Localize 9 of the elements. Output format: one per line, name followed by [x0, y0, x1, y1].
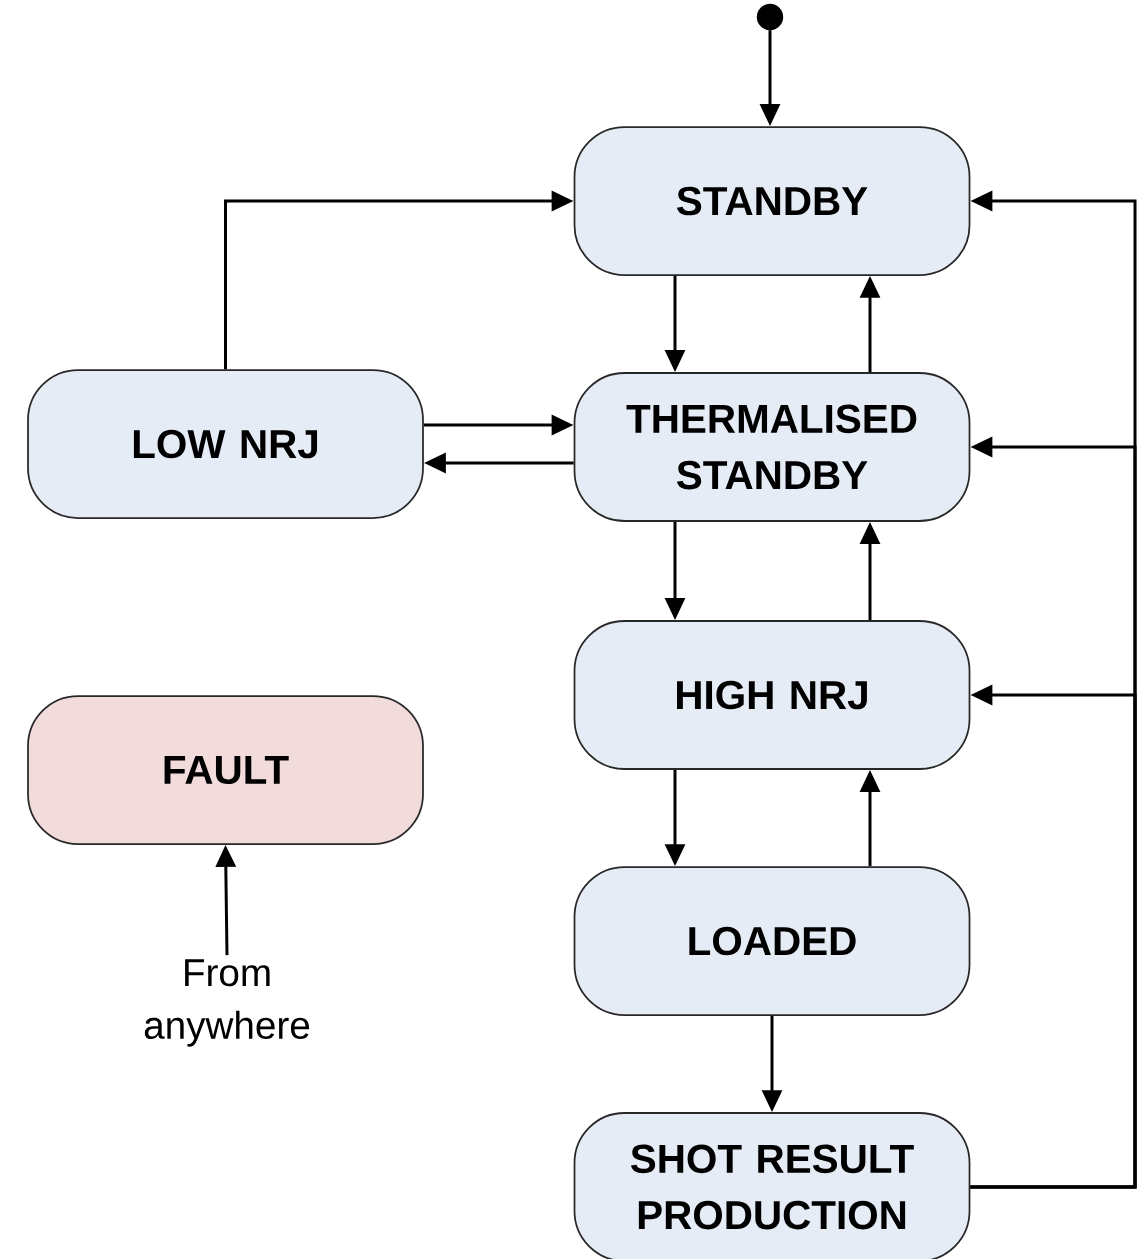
- state-box: HIGH NRJ: [573, 620, 971, 770]
- state-box: LOW NRJ: [27, 369, 424, 519]
- state-box: STANDBY: [573, 126, 971, 276]
- initial-state-dot: [756, 3, 784, 31]
- note-text: From anywhere: [144, 959, 310, 1047]
- state-box: FAULT: [27, 695, 424, 845]
- state-box: THERMALISED STANDBY: [573, 372, 971, 522]
- state-box: SHOT RESULT PRODUCTION: [573, 1112, 971, 1259]
- state-box: LOADED: [573, 866, 971, 1016]
